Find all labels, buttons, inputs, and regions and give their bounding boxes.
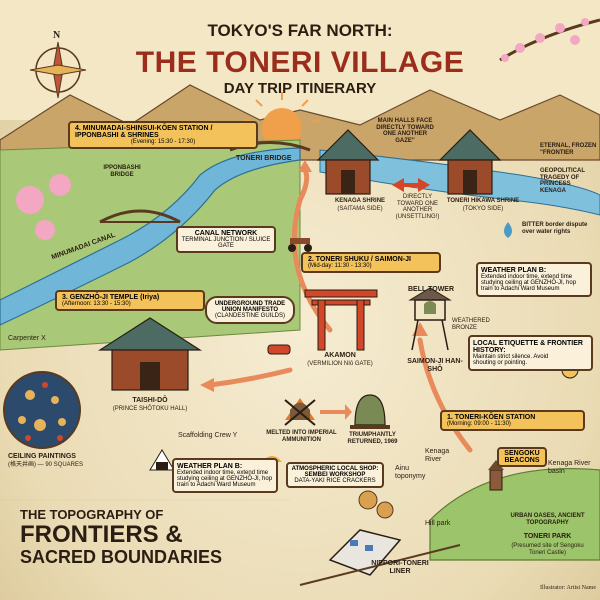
scooter-icon <box>288 238 312 252</box>
sengoku-beacons-sign: SENGOKU BEACONS <box>497 447 547 467</box>
hill-park-label: Hill park <box>425 520 451 527</box>
taishi-do-label: TAISHI-DŌ <box>132 397 168 404</box>
sembei-icon <box>358 490 394 519</box>
local-shop-sub: DATA-YAKI RICE CRACKERS <box>294 478 376 484</box>
bell-tower-label: BELL TOWER <box>408 286 455 293</box>
kenaga-shrine <box>316 129 380 195</box>
weather-plan-right-body: Extended indoor time, extend time studyi… <box>481 274 577 292</box>
weather-plan-left-body: Extended indoor time, extend time studyi… <box>177 470 273 488</box>
stop-1-title: 1. TONERI-KŌEN STATION <box>447 414 536 421</box>
akamon-sub: (VERMILION NIō GATE) <box>307 361 373 367</box>
ainu-toponymy-label: Ainu toponymy <box>395 465 426 480</box>
compass-rose-icon <box>29 41 87 99</box>
stop-4-title: 4. MINUMADAI-SHINSUI-KŌEN STATION / IPPO… <box>75 125 213 139</box>
bell-tower <box>408 287 452 351</box>
onigiri-icon <box>149 449 175 471</box>
etiquette-box: LOCAL ETIQUETTE & FRONTIER HISTORY: Main… <box>468 335 593 371</box>
toneri-bridge-label: TONERI BRIDGE <box>236 155 292 162</box>
toneri-hikawa-sub: (TOKYO SIDE) <box>462 206 504 212</box>
toneri-hikawa-shrine-label: TONERI HIKAWA SHRINE <box>446 198 520 204</box>
stop-3-title: 3. GENZHŌ-JI TEMPLE (Iriya) <box>62 294 160 301</box>
local-shop-title: ATMOSPHERIC LOCAL SHOP: <box>291 466 379 472</box>
etiquette-body: Maintain strict silence. Avoid shouting … <box>473 354 549 366</box>
stop-2-card: 2. TONERI SHUKU / SAIMON-JI (Mid-day: 11… <box>301 252 441 273</box>
stop-2-time: (Mid-day: 11:30 - 13:30) <box>308 263 372 269</box>
car-icon <box>267 344 291 355</box>
kenaga-river-label: Kenaga River <box>425 448 450 463</box>
ipponbashi-bridge-label: IPPONBASHI BRIDGE <box>103 165 141 178</box>
liner-label: NIPPORI-TONERI LINER <box>371 560 429 575</box>
melted-label: MELTED INTO IMPERIAL AMMUNITION <box>266 430 337 443</box>
saimon-ji-label: SAIMON-JI HAN-SHŌ <box>407 358 463 373</box>
union-manifesto-bubble: UNDERGROUND TRADE UNION MANIFESTO (CLAND… <box>205 296 295 324</box>
beacon-tower <box>488 460 504 491</box>
page-title: THE TONERI VILLAGE <box>135 46 465 79</box>
stop-4-time: (Evening: 15:30 - 17:30) <box>130 139 196 145</box>
footer-line-3: SACRED BOUNDARIES <box>20 547 223 567</box>
etiquette-title: LOCAL ETIQUETTE & FRONTIER HISTORY: <box>473 340 583 354</box>
return-arrow <box>320 404 352 420</box>
union-title: UNDERGROUND TRADE UNION MANIFESTO <box>214 301 286 313</box>
taishi-do-temple <box>97 317 203 391</box>
scaffolding-crew-label: Scaffolding Crew Y <box>178 432 238 439</box>
minumadai-canal <box>0 147 301 326</box>
cherry-blossom-icon <box>499 18 600 62</box>
canal-network-sub: TERMINAL JUNCTION / SLUICE GATE <box>181 237 271 249</box>
bitter-dispute-note: BITTER border dispute over water rights <box>522 222 588 235</box>
canal-network-title: CANAL NETWORK <box>194 230 258 237</box>
local-shop-name: SEMBEI WORKSHOP <box>304 472 366 478</box>
bell-icon <box>350 394 390 429</box>
footer-line-1: THE TOPOGRAPHY OF <box>20 507 164 522</box>
returned-label: TRIUMPHANTLY RETURNED, 1969 <box>347 432 398 445</box>
stop-1-card: 1. TONERI-KŌEN STATION (Morning: 09:00 -… <box>440 410 585 431</box>
header-kicker: TOKYO'S FAR NORTH: <box>207 21 393 40</box>
train-icon <box>299 529 461 586</box>
footer-line-2: FRONTIERS & <box>20 521 183 548</box>
eternal-frontier-note: ETERNAL, FROZEN "FRONTIER <box>540 143 597 156</box>
ipponbashi-bridge <box>99 209 181 224</box>
cherry-trees-left <box>16 174 71 240</box>
local-shop-sign: ATMOSPHERIC LOCAL SHOP: SEMBEI WORKSHOP … <box>286 462 384 488</box>
itinerary-route <box>207 167 473 453</box>
weather-plan-left: WEATHER PLAN B: Extended indoor time, ex… <box>172 458 278 493</box>
water-drop-icon <box>504 222 512 238</box>
weathered-bronze-label: WEATHERED BRONZE <box>452 318 490 331</box>
main-halls-note: MAIN HALLS FACE DIRECTLY TOWARD ONE ANOT… <box>376 118 434 144</box>
illustrator-credit: Illustrator: Artist Name <box>540 585 596 591</box>
page-subtitle: DAY TRIP ITINERARY <box>223 80 377 97</box>
directly-toward-note: DIRECTLY TOWARD ONE ANOTHER (UNSETTLING!… <box>395 194 440 220</box>
union-sub: (CLANDESTINE GUILDS) <box>214 313 285 319</box>
akamon-label: AKAMON <box>324 352 356 359</box>
facing-arrow-icon <box>392 178 430 192</box>
stop-2-title: 2. TONERI SHUKU / SAIMON-JI <box>308 256 411 263</box>
ceiling-painting-medallion <box>3 371 81 449</box>
taishi-do-sub: (PRINCE SHŌTOKU HALL) <box>112 406 188 412</box>
compass-north-label: N <box>53 30 61 41</box>
stop-3-card: 3. GENZHŌ-JI TEMPLE (Iriya) (Afternoon: … <box>55 290 205 311</box>
canal-network-sign: CANAL NETWORK TERMINAL JUNCTION / SLUICE… <box>176 226 276 253</box>
weather-plan-right: WEATHER PLAN B: Extended indoor time, ex… <box>476 262 592 297</box>
urban-oases-label: URBAN OASES, ANCIENT TOPOGRAPHY <box>510 513 585 526</box>
melted-bell-icon <box>284 398 316 426</box>
kenaga-shrine-sub: (SAITAMA SIDE) <box>337 206 383 212</box>
stop-4-card: 4. MINUMADAI-SHINSUI-KŌEN STATION / IPPO… <box>68 121 258 149</box>
stop-1-time: (Morning: 09:00 - 11:30) <box>447 421 511 427</box>
geopolitical-tragedy-note: GEOPOLITICAL TRAGEDY OF PRINCESS KENAGA <box>540 168 585 194</box>
toneri-park-label: TONERI PARK <box>523 533 572 540</box>
toneri-park-sub: (Presumed site of Sengoku Toneri Castle) <box>511 543 584 556</box>
torii-gate-icon <box>304 289 378 351</box>
kenaga-river-basin-label: Kenaga River basin <box>548 460 591 475</box>
ceiling-paintings-label: CEILING PAINTINGS <box>8 453 76 460</box>
kenaga-shrine-label: KENAGA SHRINE <box>334 198 386 204</box>
stop-3-time: (Afternoon: 13:30 - 15:30) <box>62 301 131 307</box>
weather-plan-right-title: WEATHER PLAN B: <box>481 267 547 274</box>
weather-plan-left-title: WEATHER PLAN B: <box>177 463 243 470</box>
toneri-hikawa-shrine <box>438 129 502 195</box>
ceiling-paintings-sub: (格天井画) — 90 SQUARES <box>8 462 84 468</box>
carpenter-x-label: Carpenter X <box>8 335 46 342</box>
